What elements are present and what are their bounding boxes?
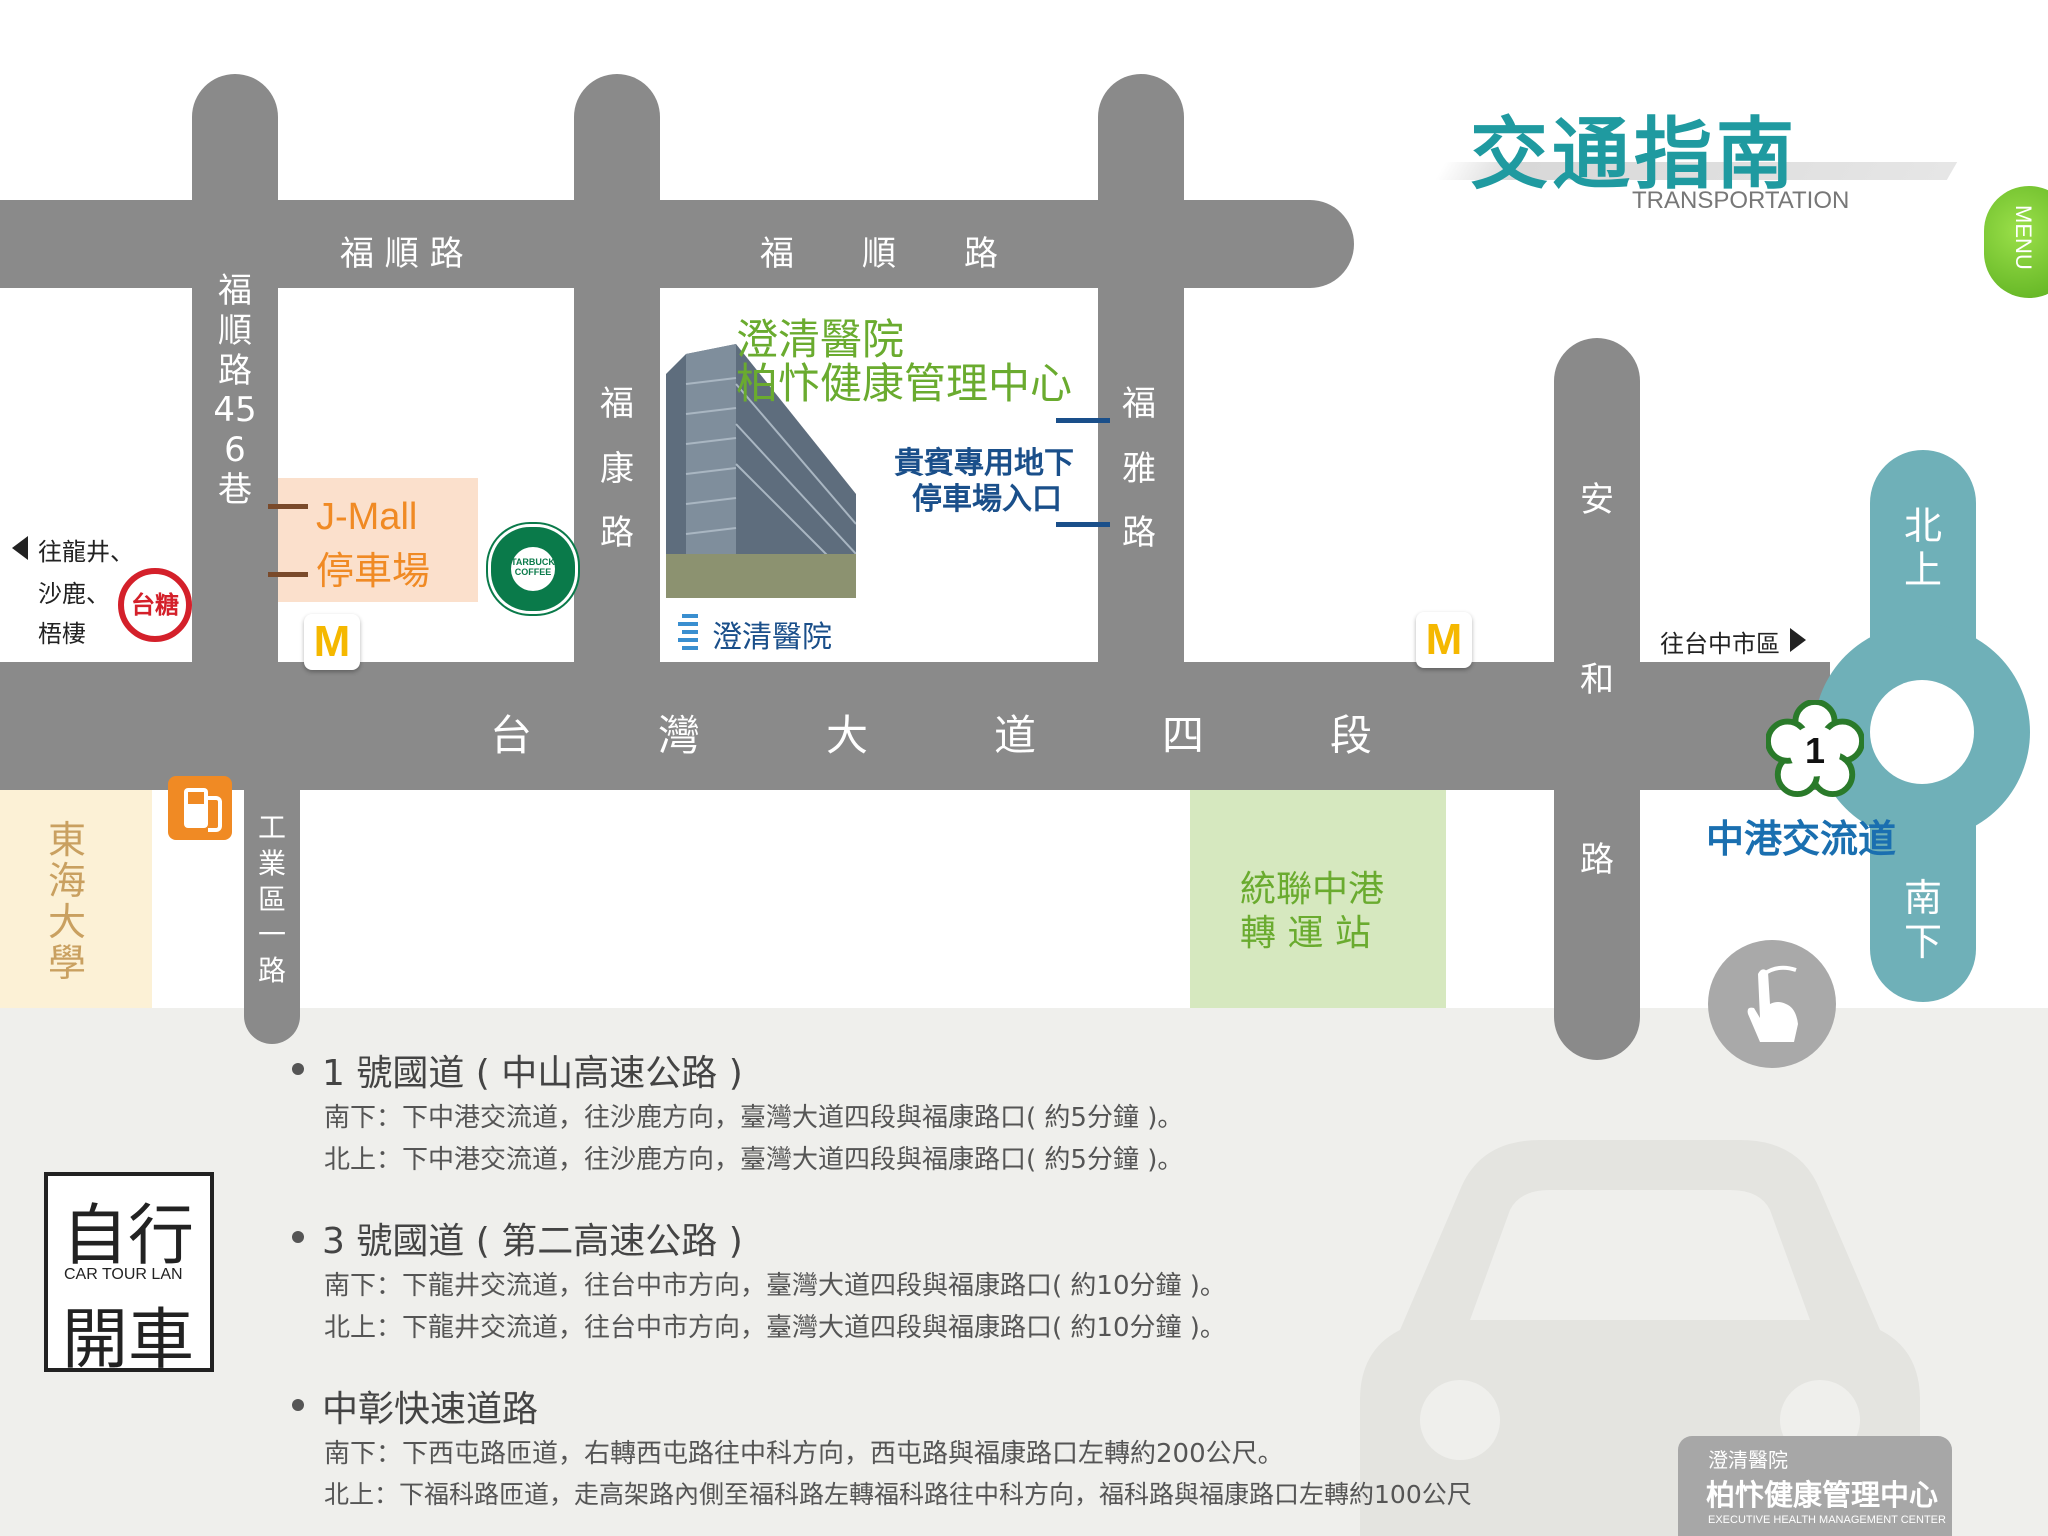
mcdonalds-icon-right: M xyxy=(1416,612,1472,668)
fushun-lane-label: 福順路456巷 xyxy=(213,271,257,510)
car-tour-top: 自行 xyxy=(62,1197,194,1274)
route-heading-1: 1 號國道 ( 中山高速公路 ) xyxy=(322,1053,743,1094)
parking-entrance-marker-bottom xyxy=(1056,522,1110,527)
menu-button[interactable] xyxy=(1984,186,2048,298)
anhe-road-label-1: 安 xyxy=(1580,480,1614,520)
route-line: 北上：下福科路匝道，走高架路內側至福科路左轉福科路往中科方向，福科路與福康路口左… xyxy=(324,1480,1472,1509)
west-direction-line3: 梧棲 xyxy=(38,620,86,648)
footer-logo: 澄清醫院 柏忭健康管理中心 EXECUTIVE HEALTH MANAGEMEN… xyxy=(1678,1436,1952,1536)
highway-number: 1 xyxy=(1804,730,1826,771)
hand-tap-icon xyxy=(1747,965,1798,1042)
hospital-center-name: 柏忭健康管理中心 xyxy=(736,359,1073,408)
fukang-road xyxy=(574,74,660,662)
car-tour-box: 自行 CAR TOUR LAN 開車 xyxy=(44,1172,214,1378)
route-line: 北上：下中港交流道，往沙鹿方向，臺灣大道四段與福康路口( 約5分鐘 )。 xyxy=(324,1145,1184,1175)
starbucks-icon: STARBUCKS COFFEE xyxy=(488,524,578,614)
fushun-road-label-right: 福 順 路 xyxy=(760,234,998,274)
route-line: 南下：下中港交流道，往沙鹿方向，臺灣大道四段與福康路口( 約5分鐘 )。 xyxy=(324,1103,1184,1133)
parking-entrance-line2: 停車場入口 xyxy=(912,482,1062,517)
gas-pump-window xyxy=(188,792,204,804)
mcdonalds-symbol: M xyxy=(313,617,351,666)
gas-pump-hose xyxy=(208,796,222,832)
page-subtitle: TRANSPORTATION xyxy=(1632,187,1850,214)
fushun-road-label-left: 福 順 路 xyxy=(340,234,464,274)
route-heading-3: 中彰快速道路 xyxy=(322,1389,539,1430)
north-label: 北上 xyxy=(1903,504,1942,593)
mcdonalds-symbol: M xyxy=(1425,615,1463,664)
car-tour-bottom: 開車 xyxy=(62,1301,194,1378)
hospital-building-image xyxy=(666,344,856,598)
jmall-marker-bottom xyxy=(268,572,308,577)
industrial-road-label: 工業區一路 xyxy=(257,811,286,988)
hospital-name: 澄清醫院 xyxy=(736,315,905,364)
taiwan-boulevard-label: 台 灣 大 道 四 段 xyxy=(490,711,1373,760)
interchange-ring-center xyxy=(1870,680,1974,784)
tunghai-label: 東海大學 xyxy=(48,818,87,986)
south-label: 南下 xyxy=(1903,876,1942,965)
west-direction-line2: 沙鹿、 xyxy=(38,580,110,608)
route-line: 南下：下西屯路匝道，右轉西屯路往中科方向，西屯路與福康路口左轉約200公尺。 xyxy=(324,1439,1284,1469)
jmall-parking-zone xyxy=(272,478,478,602)
ubus-zone xyxy=(1190,790,1446,1008)
anhe-road xyxy=(1554,338,1640,1060)
jmall-label-line2: 停車場 xyxy=(316,549,431,593)
fuya-road xyxy=(1098,74,1184,662)
national-highway-shield-icon xyxy=(1766,700,1864,798)
east-arrow-icon xyxy=(1790,628,1806,652)
page-title: 交通指南 xyxy=(1470,110,1799,200)
swipe-hint-button[interactable] xyxy=(1708,940,1836,1068)
anhe-road-label-3: 路 xyxy=(1580,840,1614,880)
east-direction-label: 往台中市區 xyxy=(1660,630,1780,658)
gas-station-icon xyxy=(168,776,232,840)
ubus-label-line1: 統聯中港 xyxy=(1240,869,1385,910)
menu-label[interactable]: MENU xyxy=(2011,205,2036,270)
hospital-logo-text: 澄清醫院 xyxy=(712,620,832,655)
zhonggang-interchange-label: 中港交流道 xyxy=(1706,817,1897,861)
route-line: 北上：下龍井交流道，往台中市方向，臺灣大道四段與福康路口( 約10分鐘 )。 xyxy=(324,1313,1226,1343)
industrial-road xyxy=(244,780,300,1044)
tunghai-zone xyxy=(0,790,152,1008)
anhe-road-label-2: 和 xyxy=(1580,660,1614,700)
fuya-road-label: 福雅路 xyxy=(1122,384,1156,554)
ubus-label-line2: 轉 運 站 xyxy=(1240,913,1371,954)
route-bullet xyxy=(292,1231,304,1243)
starbucks-text: STARBUCKS COFFEE xyxy=(505,557,561,577)
route-bullet xyxy=(292,1399,304,1411)
route-line: 南下：下龍井交流道，往台中市方向，臺灣大道四段與福康路口( 約10分鐘 )。 xyxy=(324,1271,1226,1301)
route-heading-2: 3 號國道 ( 第二高速公路 ) xyxy=(322,1221,743,1262)
route-bullet xyxy=(292,1063,304,1075)
taisugar-logo: 台糖 xyxy=(118,568,192,642)
footer-logo-line2: 柏忭健康管理中心 xyxy=(1706,1478,1939,1512)
footer-logo-line3: EXECUTIVE HEALTH MANAGEMENT CENTER xyxy=(1708,1514,1946,1526)
fushun-lane-456 xyxy=(192,74,278,662)
jmall-marker-top xyxy=(268,504,308,509)
hospital-logo-icon xyxy=(678,614,698,650)
footer-logo-line1: 澄清醫院 xyxy=(1708,1448,1788,1472)
starbucks-inner xyxy=(511,547,555,591)
parking-entrance-marker-top xyxy=(1056,418,1110,423)
mcdonalds-icon-left: M xyxy=(304,614,360,670)
jmall-label-line1: J-Mall xyxy=(316,496,418,538)
taisugar-text: 台糖 xyxy=(131,591,179,619)
west-direction-line1: 往龍井、 xyxy=(38,538,134,566)
car-tour-middle: CAR TOUR LAN xyxy=(64,1266,183,1283)
west-arrow-icon xyxy=(12,536,28,560)
fukang-road-label: 福康路 xyxy=(600,384,634,554)
parking-entrance-line1: 貴賓專用地下 xyxy=(894,446,1074,481)
taiwan-boulevard xyxy=(0,662,1830,790)
